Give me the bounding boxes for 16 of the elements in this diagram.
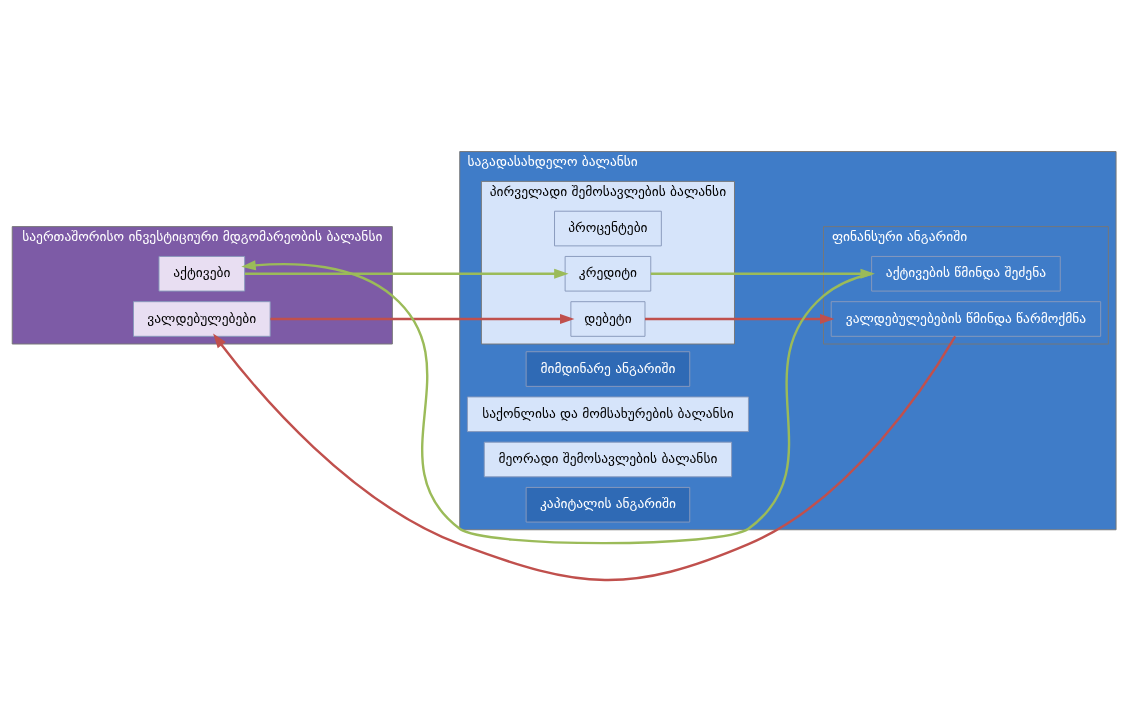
node-box: მეორადი შემოსავლების ბალანსი bbox=[483, 441, 733, 478]
node-box: მიმდინარე ანგარიში bbox=[525, 351, 691, 387]
node-box: კაპიტალის ანგარიში bbox=[525, 486, 691, 523]
node-box: აქტივების წმინდა შეძენა bbox=[871, 255, 1061, 292]
node-box: ვალდებულებები bbox=[133, 301, 271, 337]
node-box: ვალდებულებების წმინდა წარმოქმნა bbox=[830, 301, 1102, 337]
node-box: საქონლისა და მომსახურების ბალანსი bbox=[466, 396, 749, 433]
node-box: აქტივები bbox=[158, 255, 246, 292]
arrow bbox=[270, 313, 575, 325]
arrow bbox=[213, 333, 957, 582]
arrow bbox=[645, 313, 835, 325]
arrow bbox=[241, 260, 872, 545]
node-box: კრედიტი bbox=[564, 255, 652, 292]
node-box: დებეტი bbox=[570, 301, 646, 337]
arrow bbox=[244, 268, 569, 279]
node-box: პროცენტები bbox=[554, 210, 662, 247]
